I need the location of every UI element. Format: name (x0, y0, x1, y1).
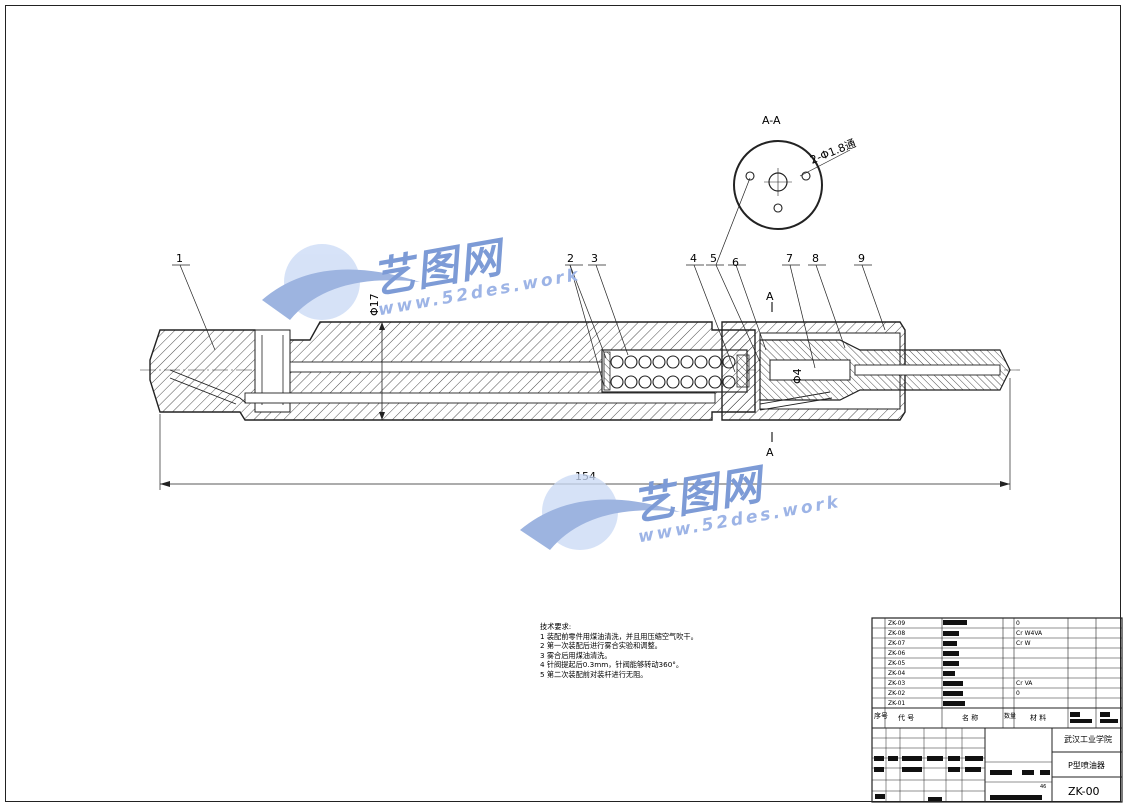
drawing-frame (5, 5, 1121, 802)
bom-material-1: 0 (1016, 620, 1020, 627)
school-name: 武汉工业学院 (1064, 735, 1112, 744)
bom-material-8: 0 (1016, 690, 1020, 697)
bom-header-material: 材 料 (1030, 714, 1047, 722)
part-number-3: 3 (591, 252, 598, 265)
bom-code-2: ZK-08 (888, 630, 906, 637)
bom-material-3: Cr W (1016, 640, 1031, 647)
drawing-number: ZK-00 (1068, 785, 1100, 798)
bom-code-4: ZK-06 (888, 650, 906, 657)
tech-notes: 技术要求: 1 装配前零件用煤油清洗，并且用压缩空气吹干。 2 第一次装配后进行… (540, 622, 698, 680)
part-leaders (172, 177, 886, 387)
title-block (871, 617, 1123, 803)
tech-note-2: 2 第一次装配后进行雾合实验和调整。 (540, 641, 662, 651)
product-name: P型喷油器 (1068, 761, 1105, 770)
bom-header-name: 名 称 (962, 714, 979, 722)
part-number-9: 9 (858, 252, 865, 265)
tech-note-1: 1 装配前零件用煤油清洗，并且用压缩空气吹干。 (540, 631, 698, 641)
bom-code-6: ZK-04 (888, 670, 906, 677)
bom-code-8: ZK-02 (888, 690, 906, 697)
bom-header-code: 代 号 (898, 714, 915, 722)
title-block-fills (874, 620, 1118, 801)
tech-note-5: 5 第二次装配前对装杆进行无阻。 (540, 669, 648, 679)
part-number-7: 7 (786, 252, 793, 265)
section-mark-top: A (766, 290, 774, 303)
bom-header-seq: 序号 (874, 712, 888, 720)
part-number-2: 2 (567, 252, 574, 265)
diameter-label: Φ17 (368, 293, 381, 316)
bom-code-5: ZK-05 (888, 660, 906, 667)
section-title: A-A (762, 114, 781, 127)
part-number-6: 6 (732, 256, 739, 269)
bom-code-9: ZK-01 (888, 700, 906, 707)
part-number-8: 8 (812, 252, 819, 265)
part-number-1: 1 (176, 252, 183, 265)
tech-notes-heading: 技术要求: (540, 622, 572, 631)
scale-hint: 46 (1040, 784, 1047, 790)
section-marks: A A (766, 290, 774, 459)
bom-code-7: ZK-03 (888, 680, 906, 687)
bom-material-2: Cr W4VA (1016, 630, 1043, 637)
bom-material-7: Cr VA (1016, 680, 1033, 687)
section-view: A-A 2-Φ1.8通 (733, 114, 858, 230)
part-numbers: 1 2 3 4 5 6 7 8 9 (176, 252, 865, 269)
inner-dim: Φ4 (791, 368, 804, 384)
cap-nut: Φ4 (721, 321, 1011, 421)
watermark-logo-1 (262, 244, 420, 320)
nozzle-holder-body (149, 321, 756, 421)
tech-note-3: 3 雾合后用煤油清洗。 (540, 650, 612, 660)
hole-note: 2-Φ1.8通 (808, 137, 857, 167)
bom-code-1: ZK-09 (888, 620, 906, 627)
tech-note-4: 4 针阀提起后0.3mm，针阀能够转动360°。 (540, 660, 684, 670)
bom-code-3: ZK-07 (888, 640, 906, 647)
diameter-dimension: Φ17 (368, 293, 385, 420)
watermark-logo-2 (520, 474, 680, 550)
part-number-4: 4 (690, 252, 697, 265)
bom-header-qty: 数量 (1004, 713, 1017, 720)
section-mark-bottom: A (766, 446, 774, 459)
part-number-5: 5 (710, 252, 717, 265)
